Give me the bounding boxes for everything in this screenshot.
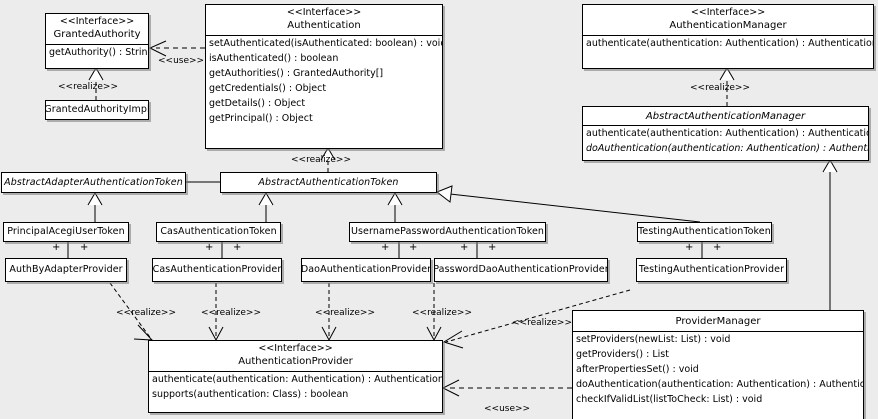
operation: doAuthentication(authentication: Authent… <box>576 379 864 390</box>
edge-principalacegiusertoken-extends-abstractadaptertoken <box>87 192 103 222</box>
class-cas-authentication-token[interactable]: CasAuthenticationToken <box>156 222 281 242</box>
class-authentication-manager[interactable]: <<Interface>> AuthenticationManager auth… <box>582 4 874 69</box>
operation: setAuthenticated(isAuthenticated: boolea… <box>209 38 443 49</box>
class-name: GrantedAuthorityImpl <box>45 104 149 115</box>
operation: checkIfValidList(listToCheck: List) : vo… <box>576 394 763 405</box>
class-name: AbstractAdapterAuthenticationToken <box>4 176 183 188</box>
association-marker-plus: + <box>205 242 214 253</box>
class-name: TestingAuthenticationProvider <box>638 264 785 275</box>
operation: supports(authentication: Class) : boolea… <box>152 389 349 400</box>
edge-label-use-providermanager: <<use>> <box>484 404 531 414</box>
edge-usernamepasswordtoken-extends-abstractauthenticationtoken <box>387 192 403 222</box>
class-authentication-provider[interactable]: <<Interface>> AuthenticationProvider aut… <box>148 340 443 413</box>
operation: setProviders(newList: List) : void <box>576 334 731 345</box>
class-abstract-authentication-manager[interactable]: AbstractAuthenticationManager authentica… <box>582 106 869 161</box>
class-name: ProviderManager <box>675 316 761 327</box>
class-dao-authentication-provider[interactable]: DaoAuthenticationProvider <box>301 258 431 282</box>
association-marker-plus: + <box>80 242 89 253</box>
class-authentication[interactable]: <<Interface>> Authentication setAuthenti… <box>205 4 443 149</box>
operation: isAuthenticated() : boolean <box>209 53 339 64</box>
operation: afterPropertiesSet() : void <box>576 364 699 375</box>
class-operations: authenticate(authentication: Authenticat… <box>149 371 442 402</box>
class-name: GrantedAuthority <box>53 29 141 40</box>
operation: authenticate(authentication: Authenticat… <box>152 374 443 385</box>
edge-testingauthenticationtoken-extends-abstractauthenticationtoken <box>435 185 701 223</box>
edge-label-realize-passworddaoprovider: <<realize>> <box>412 308 472 318</box>
class-testing-authentication-provider[interactable]: TestingAuthenticationProvider <box>636 258 787 282</box>
class-auth-by-adapter-provider[interactable]: AuthByAdapterProvider <box>5 258 127 282</box>
association-marker-plus: + <box>713 242 722 253</box>
class-stereotype: <<Interface>> <box>258 343 333 354</box>
class-name: UsernamePasswordAuthenticationToken <box>350 226 545 237</box>
class-stereotype: <<Interface>> <box>286 7 362 18</box>
class-provider-manager[interactable]: ProviderManager setProviders(newList: Li… <box>572 310 864 419</box>
class-username-password-authentication-token[interactable]: UsernamePasswordAuthenticationToken <box>349 222 546 242</box>
edge-providermanager-uses-authenticationprovider <box>441 379 572 397</box>
class-name: AuthenticationProvider <box>238 356 353 367</box>
class-operations: setProviders(newList: List) : void getPr… <box>573 331 863 407</box>
class-header: <<Interface>> AuthenticationManager <box>583 5 873 35</box>
operation: doAuthentication(authentication: Authent… <box>586 143 869 154</box>
operation: getAuthorities() : GrantedAuthority[] <box>209 68 384 79</box>
association-marker-plus: + <box>488 242 497 253</box>
class-stereotype: <<Interface>> <box>59 16 135 27</box>
edge-providermanager-extends-abstractauthenticationmanager <box>822 159 838 310</box>
class-granted-authority[interactable]: <<Interface>> GrantedAuthority getAuthor… <box>45 13 149 69</box>
operation: getProviders() : List <box>576 349 669 360</box>
class-operations: getAuthority() : String <box>46 44 148 60</box>
association-marker-plus: + <box>52 242 61 253</box>
edge-label-realize-grantedauthorityimpl: <<realize>> <box>58 82 118 92</box>
edge-label-use-grantedauthority: <<use>> <box>158 56 205 66</box>
class-name: AbstractAuthenticationToken <box>258 176 399 188</box>
class-abstract-adapter-authentication-token[interactable]: AbstractAdapterAuthenticationToken <box>1 172 186 193</box>
operation: getPrincipal() : Object <box>209 113 313 124</box>
edge-authentication-uses-grantedauthority <box>148 40 205 57</box>
class-name: AuthByAdapterProvider <box>9 264 123 275</box>
edge-label-realize-daoprovider: <<realize>> <box>315 308 375 318</box>
class-name: DaoAuthenticationProvider <box>301 264 431 275</box>
association-marker-plus: + <box>460 242 469 253</box>
class-principal-acegi-user-token[interactable]: PrincipalAcegiUserToken <box>3 222 129 242</box>
association-marker-plus: + <box>233 242 242 253</box>
class-header: <<Interface>> Authentication <box>206 5 442 35</box>
edge-label-realize-casprovider: <<realize>> <box>201 308 261 318</box>
class-stereotype: <<Interface>> <box>690 7 766 18</box>
edge-label-realize-authenticationmanager: <<realize>> <box>690 83 750 93</box>
class-operations: setAuthenticated(isAuthenticated: boolea… <box>206 35 442 126</box>
class-name: CasAuthenticationToken <box>160 226 277 237</box>
class-operations: authenticate(authentication: Authenticat… <box>583 125 868 156</box>
class-name: AuthenticationManager <box>669 20 787 31</box>
class-name: TestingAuthenticationToken <box>638 226 771 237</box>
class-testing-authentication-token[interactable]: TestingAuthenticationToken <box>637 222 772 242</box>
class-header: AbstractAuthenticationManager <box>583 107 868 125</box>
edge-label-realize-testingprovider: <<realize>> <box>512 318 572 328</box>
class-name: AbstractAuthenticationManager <box>645 111 806 122</box>
class-operations: authenticate(authentication: Authenticat… <box>583 35 873 51</box>
class-name: Authentication <box>287 20 361 31</box>
class-abstract-authentication-token[interactable]: AbstractAuthenticationToken <box>220 172 437 193</box>
operation: getCredentials() : Object <box>209 83 327 94</box>
edge-label-realize-authentication: <<realize>> <box>291 155 351 165</box>
edge-casauthenticationtoken-extends-abstractauthenticationtoken <box>258 192 274 222</box>
class-name: CasAuthenticationProvider <box>152 264 282 275</box>
class-name: PasswordDaoAuthenticationProvider <box>434 264 608 275</box>
class-header: ProviderManager <box>573 311 863 331</box>
class-name: PrincipalAcegiUserToken <box>7 226 125 237</box>
operation: getDetails() : Object <box>209 98 306 109</box>
edge-label-realize-authbyadapterprovider: <<realize>> <box>116 308 176 318</box>
class-password-dao-authentication-provider[interactable]: PasswordDaoAuthenticationProvider <box>434 258 608 282</box>
association-marker-plus: + <box>381 242 390 253</box>
association-marker-plus: + <box>409 242 418 253</box>
association-marker-plus: + <box>685 242 694 253</box>
class-header: <<Interface>> GrantedAuthority <box>46 14 148 44</box>
class-granted-authority-impl[interactable]: GrantedAuthorityImpl <box>45 100 149 120</box>
operation: getAuthority() : String <box>49 47 149 58</box>
class-header: <<Interface>> AuthenticationProvider <box>149 341 442 371</box>
operation: authenticate(authentication: Authenticat… <box>586 38 874 49</box>
class-cas-authentication-provider[interactable]: CasAuthenticationProvider <box>152 258 282 282</box>
operation: authenticate(authentication: Authenticat… <box>586 128 869 139</box>
